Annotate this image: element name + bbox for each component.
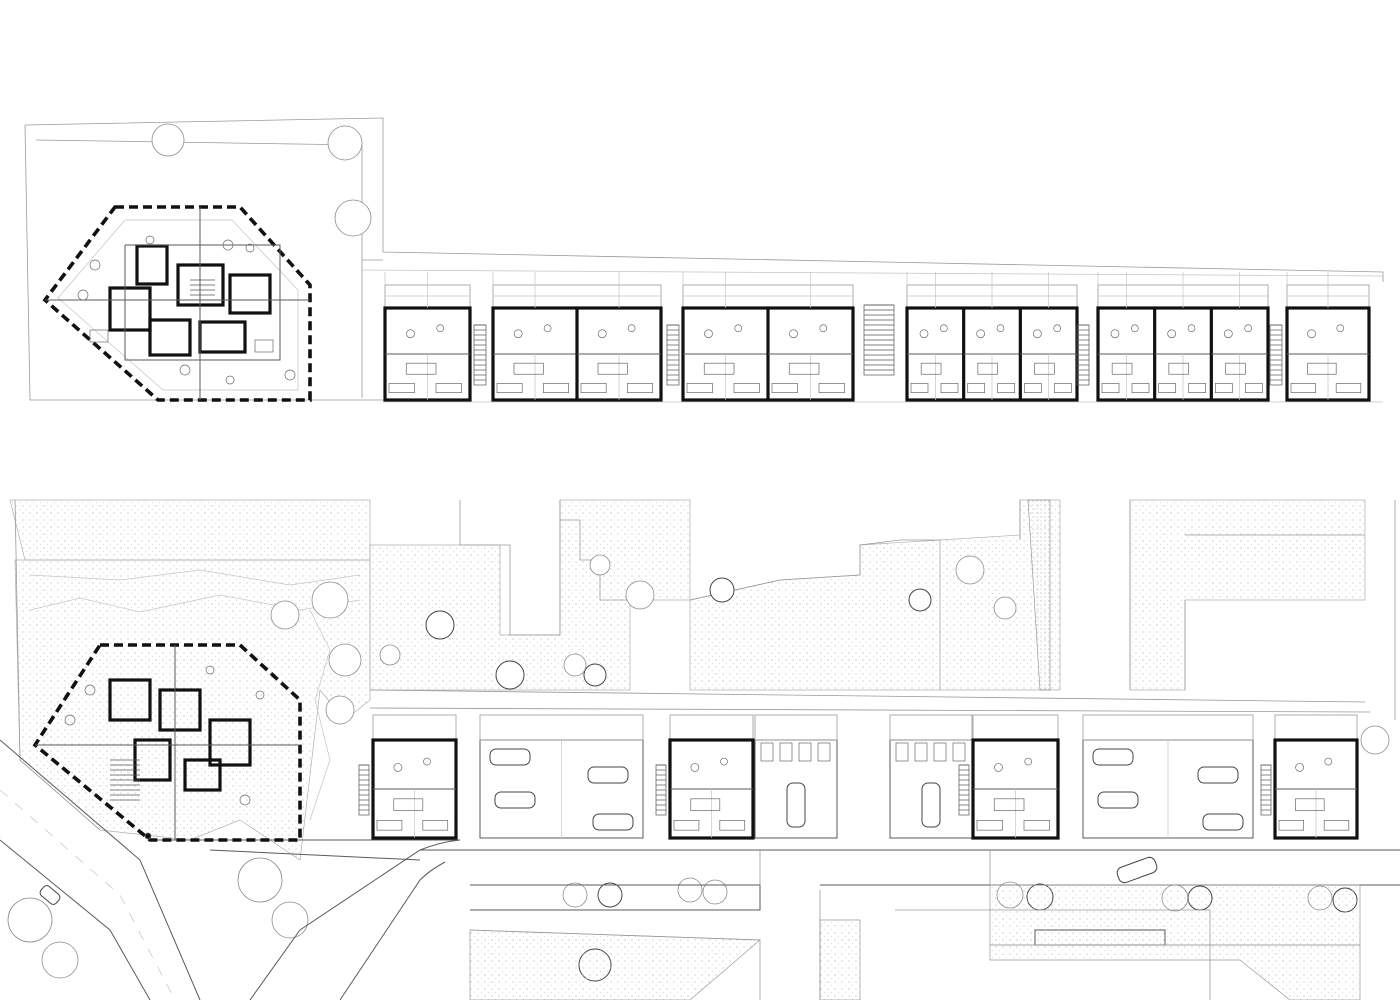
upper-stair bbox=[666, 324, 680, 386]
parked-car bbox=[1197, 766, 1239, 784]
parked-car bbox=[592, 813, 634, 831]
neighbour-plots bbox=[9, 499, 1366, 691]
lower-house-block bbox=[1260, 714, 1359, 840]
lower-garage-block bbox=[479, 714, 644, 839]
lower-house-block bbox=[655, 714, 755, 840]
lower-garage-block bbox=[1082, 714, 1254, 839]
lower-garage-block bbox=[754, 714, 838, 839]
parked-car bbox=[489, 748, 531, 766]
upper-stair bbox=[473, 324, 487, 386]
parked-car bbox=[921, 782, 941, 828]
upper-floor-plan bbox=[24, 117, 1384, 403]
lower-ground-plan bbox=[0, 499, 1400, 1000]
parked-car bbox=[786, 782, 806, 828]
neighbour-outlines bbox=[459, 500, 1396, 720]
street-network bbox=[0, 739, 1400, 1000]
landscaped-garden-left bbox=[14, 499, 371, 861]
parked-car bbox=[1202, 813, 1244, 831]
upper-terrace-block bbox=[1285, 272, 1371, 402]
upper-stair bbox=[1076, 324, 1090, 386]
upper-trees bbox=[151, 123, 372, 237]
parked-car bbox=[1097, 791, 1139, 809]
upper-terrace-block bbox=[491, 272, 663, 402]
upper-terrace-blocks bbox=[383, 272, 1371, 402]
lower-house-and-garage-blocks bbox=[358, 714, 1359, 840]
parked-car bbox=[1092, 748, 1134, 766]
upper-terrace-block bbox=[681, 272, 855, 402]
upper-external-stairs bbox=[473, 304, 1283, 386]
lower-garage-block bbox=[889, 714, 973, 839]
parked-car bbox=[587, 766, 629, 784]
upper-tower-building bbox=[42, 205, 312, 402]
upper-stair bbox=[1269, 324, 1283, 386]
upper-stair bbox=[863, 304, 895, 376]
street-cars bbox=[39, 856, 1158, 905]
parked-car bbox=[494, 791, 536, 809]
upper-terrace-block bbox=[383, 272, 472, 402]
upper-terrace-block bbox=[905, 272, 1079, 402]
lower-house-block bbox=[358, 714, 458, 840]
lower-tower-building bbox=[32, 643, 302, 842]
lower-house-block bbox=[958, 714, 1060, 840]
upper-site-boundary bbox=[24, 117, 1384, 403]
upper-terrace-block bbox=[1096, 272, 1270, 402]
